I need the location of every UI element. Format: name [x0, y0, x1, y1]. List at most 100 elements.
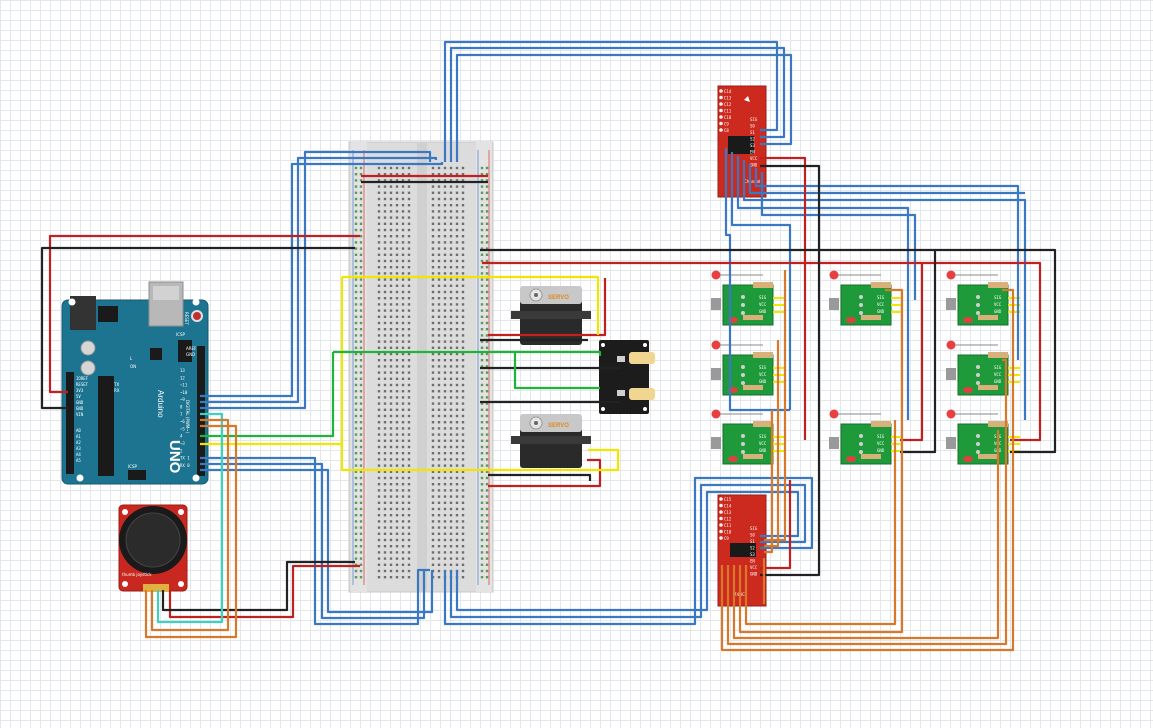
breadboard-hole	[359, 253, 363, 256]
breadboard-hole	[480, 489, 484, 492]
breadboard-hole	[431, 489, 435, 492]
sensor-element	[829, 298, 839, 310]
breadboard-hole	[359, 501, 363, 504]
breadboard-hole	[485, 439, 489, 442]
pin-label: S3	[750, 552, 755, 557]
breadboard-hole	[431, 284, 435, 287]
breadboard-hole	[383, 185, 387, 188]
mux-pin	[719, 95, 723, 100]
breadboard-hole	[389, 272, 393, 275]
breadboard-hole	[401, 470, 405, 473]
breadboard-hole	[431, 514, 435, 517]
breadboard-hole	[449, 315, 453, 318]
breadboard-hole	[461, 179, 465, 182]
breadboard-hole	[401, 383, 405, 387]
breadboard-hole	[395, 402, 399, 405]
breadboard-hole	[431, 235, 435, 238]
pin-label: C10	[724, 530, 732, 535]
breadboard-hole	[389, 204, 393, 207]
breadboard-hole	[455, 204, 459, 207]
breadboard-hole	[455, 185, 459, 188]
breadboard-hole	[401, 538, 405, 542]
breadboard-hole	[407, 507, 411, 511]
breadboard-hole	[359, 489, 363, 492]
breadboard-hole	[431, 427, 435, 430]
breadboard-hole	[407, 470, 411, 473]
joystick-knob[interactable]	[125, 512, 181, 568]
breadboard-hole	[449, 173, 453, 176]
breadboard-hole	[437, 452, 441, 455]
mounting-hole	[192, 298, 200, 306]
wire-red	[168, 564, 360, 619]
breadboard-hole	[377, 563, 381, 566]
breadboard-hole	[437, 247, 441, 250]
breadboard-hole	[354, 278, 358, 281]
breadboard-hole	[395, 532, 399, 535]
breadboard-hole	[407, 272, 411, 275]
breadboard-hole	[480, 532, 484, 535]
breadboard-hole	[485, 495, 489, 498]
breadboard-hole	[480, 179, 484, 182]
wire-blue	[200, 162, 444, 398]
breadboard-hole	[389, 427, 393, 430]
breadboard-hole	[395, 228, 399, 232]
reset-button[interactable]	[191, 310, 203, 322]
breadboard-hole	[377, 197, 381, 201]
breadboard-hole	[407, 290, 411, 294]
breadboard-hole	[377, 321, 381, 325]
breadboard-hole	[407, 514, 411, 517]
breadboard-hole	[449, 352, 453, 356]
breadboard-hole	[480, 458, 484, 461]
breadboard-hole	[431, 507, 435, 511]
breadboard-hole	[407, 334, 411, 337]
wire-blue	[449, 46, 786, 162]
breadboard-hole	[480, 551, 484, 554]
breadboard-hole	[377, 222, 381, 225]
pin-label: C9	[724, 536, 729, 541]
breadboard-hole	[449, 470, 453, 473]
breadboard-hole	[437, 284, 441, 287]
breadboard-hole	[389, 346, 393, 349]
wire-blue	[443, 40, 779, 162]
breadboard-hole	[431, 383, 435, 387]
breadboard-hole	[389, 340, 393, 343]
breadboard-hole	[377, 247, 381, 250]
breadboard-hole	[395, 421, 399, 424]
pin-label: C12	[724, 517, 732, 522]
pin-label: C12	[724, 102, 732, 107]
breadboard-hole	[449, 563, 453, 566]
breadboard-hole	[449, 371, 453, 374]
breadboard-hole	[461, 427, 465, 430]
breadboard-hole	[407, 179, 411, 182]
breadboard-hole	[480, 204, 484, 207]
breadboard-hole	[354, 470, 358, 473]
servo-top-label: SERVO	[548, 295, 569, 301]
breadboard-hole	[401, 272, 405, 275]
breadboard-hole	[359, 321, 363, 325]
breadboard-hole	[383, 365, 387, 368]
breadboard-hole	[377, 489, 381, 492]
breadboard-hole	[455, 334, 459, 337]
breadboard-hole	[455, 272, 459, 275]
sensor-pin-label: VCC	[994, 302, 1002, 307]
breadboard-hole	[485, 253, 489, 256]
breadboard-hole	[461, 445, 465, 449]
breadboard-hole	[437, 421, 441, 424]
pin-label: S2	[750, 137, 755, 142]
breadboard-hole	[455, 309, 459, 312]
breadboard-hole	[485, 445, 489, 449]
breadboard-hole	[383, 179, 387, 182]
breadboard-hole	[383, 526, 387, 529]
breadboard-hole	[354, 303, 358, 306]
breadboard-hole	[383, 396, 387, 399]
breadboard-hole	[389, 470, 393, 473]
breadboard-hole	[407, 328, 411, 331]
breadboard-hole	[443, 328, 447, 331]
breadboard-hole	[401, 489, 405, 492]
breadboard-hole	[407, 371, 411, 374]
breadboard-hole	[443, 414, 447, 418]
breadboard-hole	[480, 501, 484, 504]
breadboard-hole	[455, 359, 459, 362]
breadboard-hole	[437, 328, 441, 331]
